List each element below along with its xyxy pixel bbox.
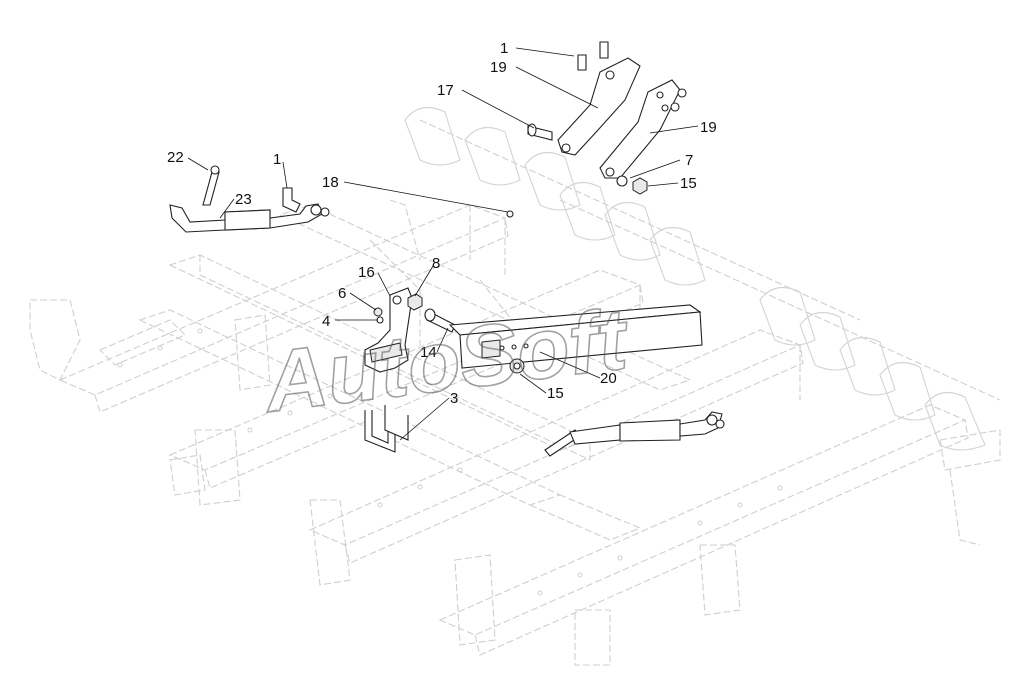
callout-19-right: 19 xyxy=(700,119,717,136)
bolt-1-upper[interactable] xyxy=(577,41,609,71)
frame-holes xyxy=(117,328,783,596)
frame-outline xyxy=(29,199,969,666)
pin-22[interactable] xyxy=(202,165,220,206)
callout-20: 20 xyxy=(600,370,617,387)
pin-17[interactable] xyxy=(527,123,553,141)
callout-1-upper: 1 xyxy=(500,40,508,57)
u-bolts-3[interactable] xyxy=(364,405,409,453)
washer-18[interactable] xyxy=(506,210,514,218)
leader-lines xyxy=(187,47,699,441)
turnbuckle-23[interactable] xyxy=(169,203,330,233)
callout-22: 22 xyxy=(167,149,184,166)
nut-small-right[interactable] xyxy=(670,88,687,112)
roller-assembly xyxy=(404,106,1001,546)
turnbuckle-lower[interactable] xyxy=(544,411,725,457)
callout-23: 23 xyxy=(235,191,252,208)
bolt-1-mid[interactable] xyxy=(282,187,301,213)
nut-15-lower[interactable] xyxy=(509,358,525,374)
callout-8: 8 xyxy=(432,255,440,272)
watermark: AutoSoft xyxy=(258,291,635,431)
callout-4: 4 xyxy=(322,313,330,330)
callout-3: 3 xyxy=(450,390,458,407)
callout-labels: 1 19 17 19 7 15 22 1 18 23 16 8 6 4 14 2… xyxy=(167,40,717,407)
nut-7[interactable] xyxy=(616,175,628,187)
callout-18: 18 xyxy=(322,174,339,191)
callout-19-upper: 19 xyxy=(490,59,507,76)
callout-15-lower: 15 xyxy=(547,385,564,402)
callout-14: 14 xyxy=(420,344,437,361)
callout-16: 16 xyxy=(358,264,375,281)
beam-20[interactable] xyxy=(448,304,703,369)
callout-6: 6 xyxy=(338,285,346,302)
callout-1-mid: 1 xyxy=(273,151,281,168)
callout-17: 17 xyxy=(437,82,454,99)
link-plate-19-upper[interactable] xyxy=(557,57,641,156)
bolt-14[interactable] xyxy=(424,308,456,333)
nut-8[interactable] xyxy=(407,293,423,311)
nut-15-upper[interactable] xyxy=(632,177,648,195)
callout-15-upper: 15 xyxy=(680,175,697,192)
callout-7: 7 xyxy=(685,152,693,169)
